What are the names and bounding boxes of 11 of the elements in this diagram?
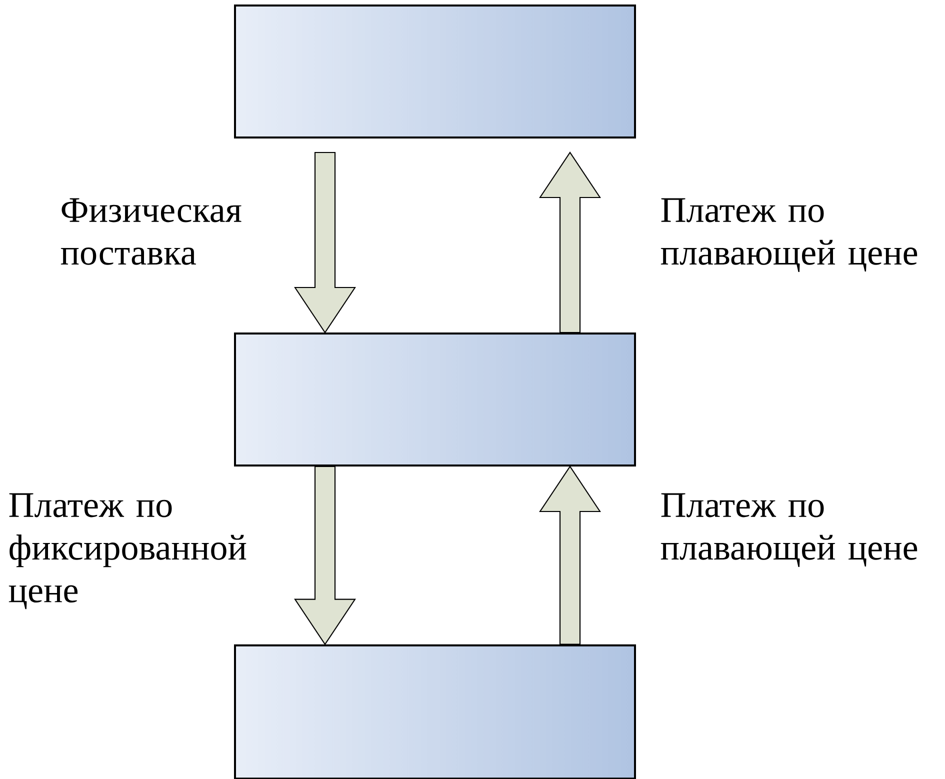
- box: [234, 4, 636, 138]
- edge-label: Платеж по фиксированной цене: [8, 493, 246, 610]
- block-arrow: [294, 466, 356, 646]
- block-arrow: [539, 466, 601, 645]
- edge-label: Платеж по плавающей цене: [660, 198, 918, 272]
- box: [234, 644, 636, 779]
- edge-label: Платеж по плавающей цене: [660, 493, 918, 567]
- edge-label: Физическая поставка: [60, 198, 242, 265]
- box: [234, 332, 636, 466]
- block-arrow: [294, 152, 356, 334]
- block-arrow: [539, 152, 601, 334]
